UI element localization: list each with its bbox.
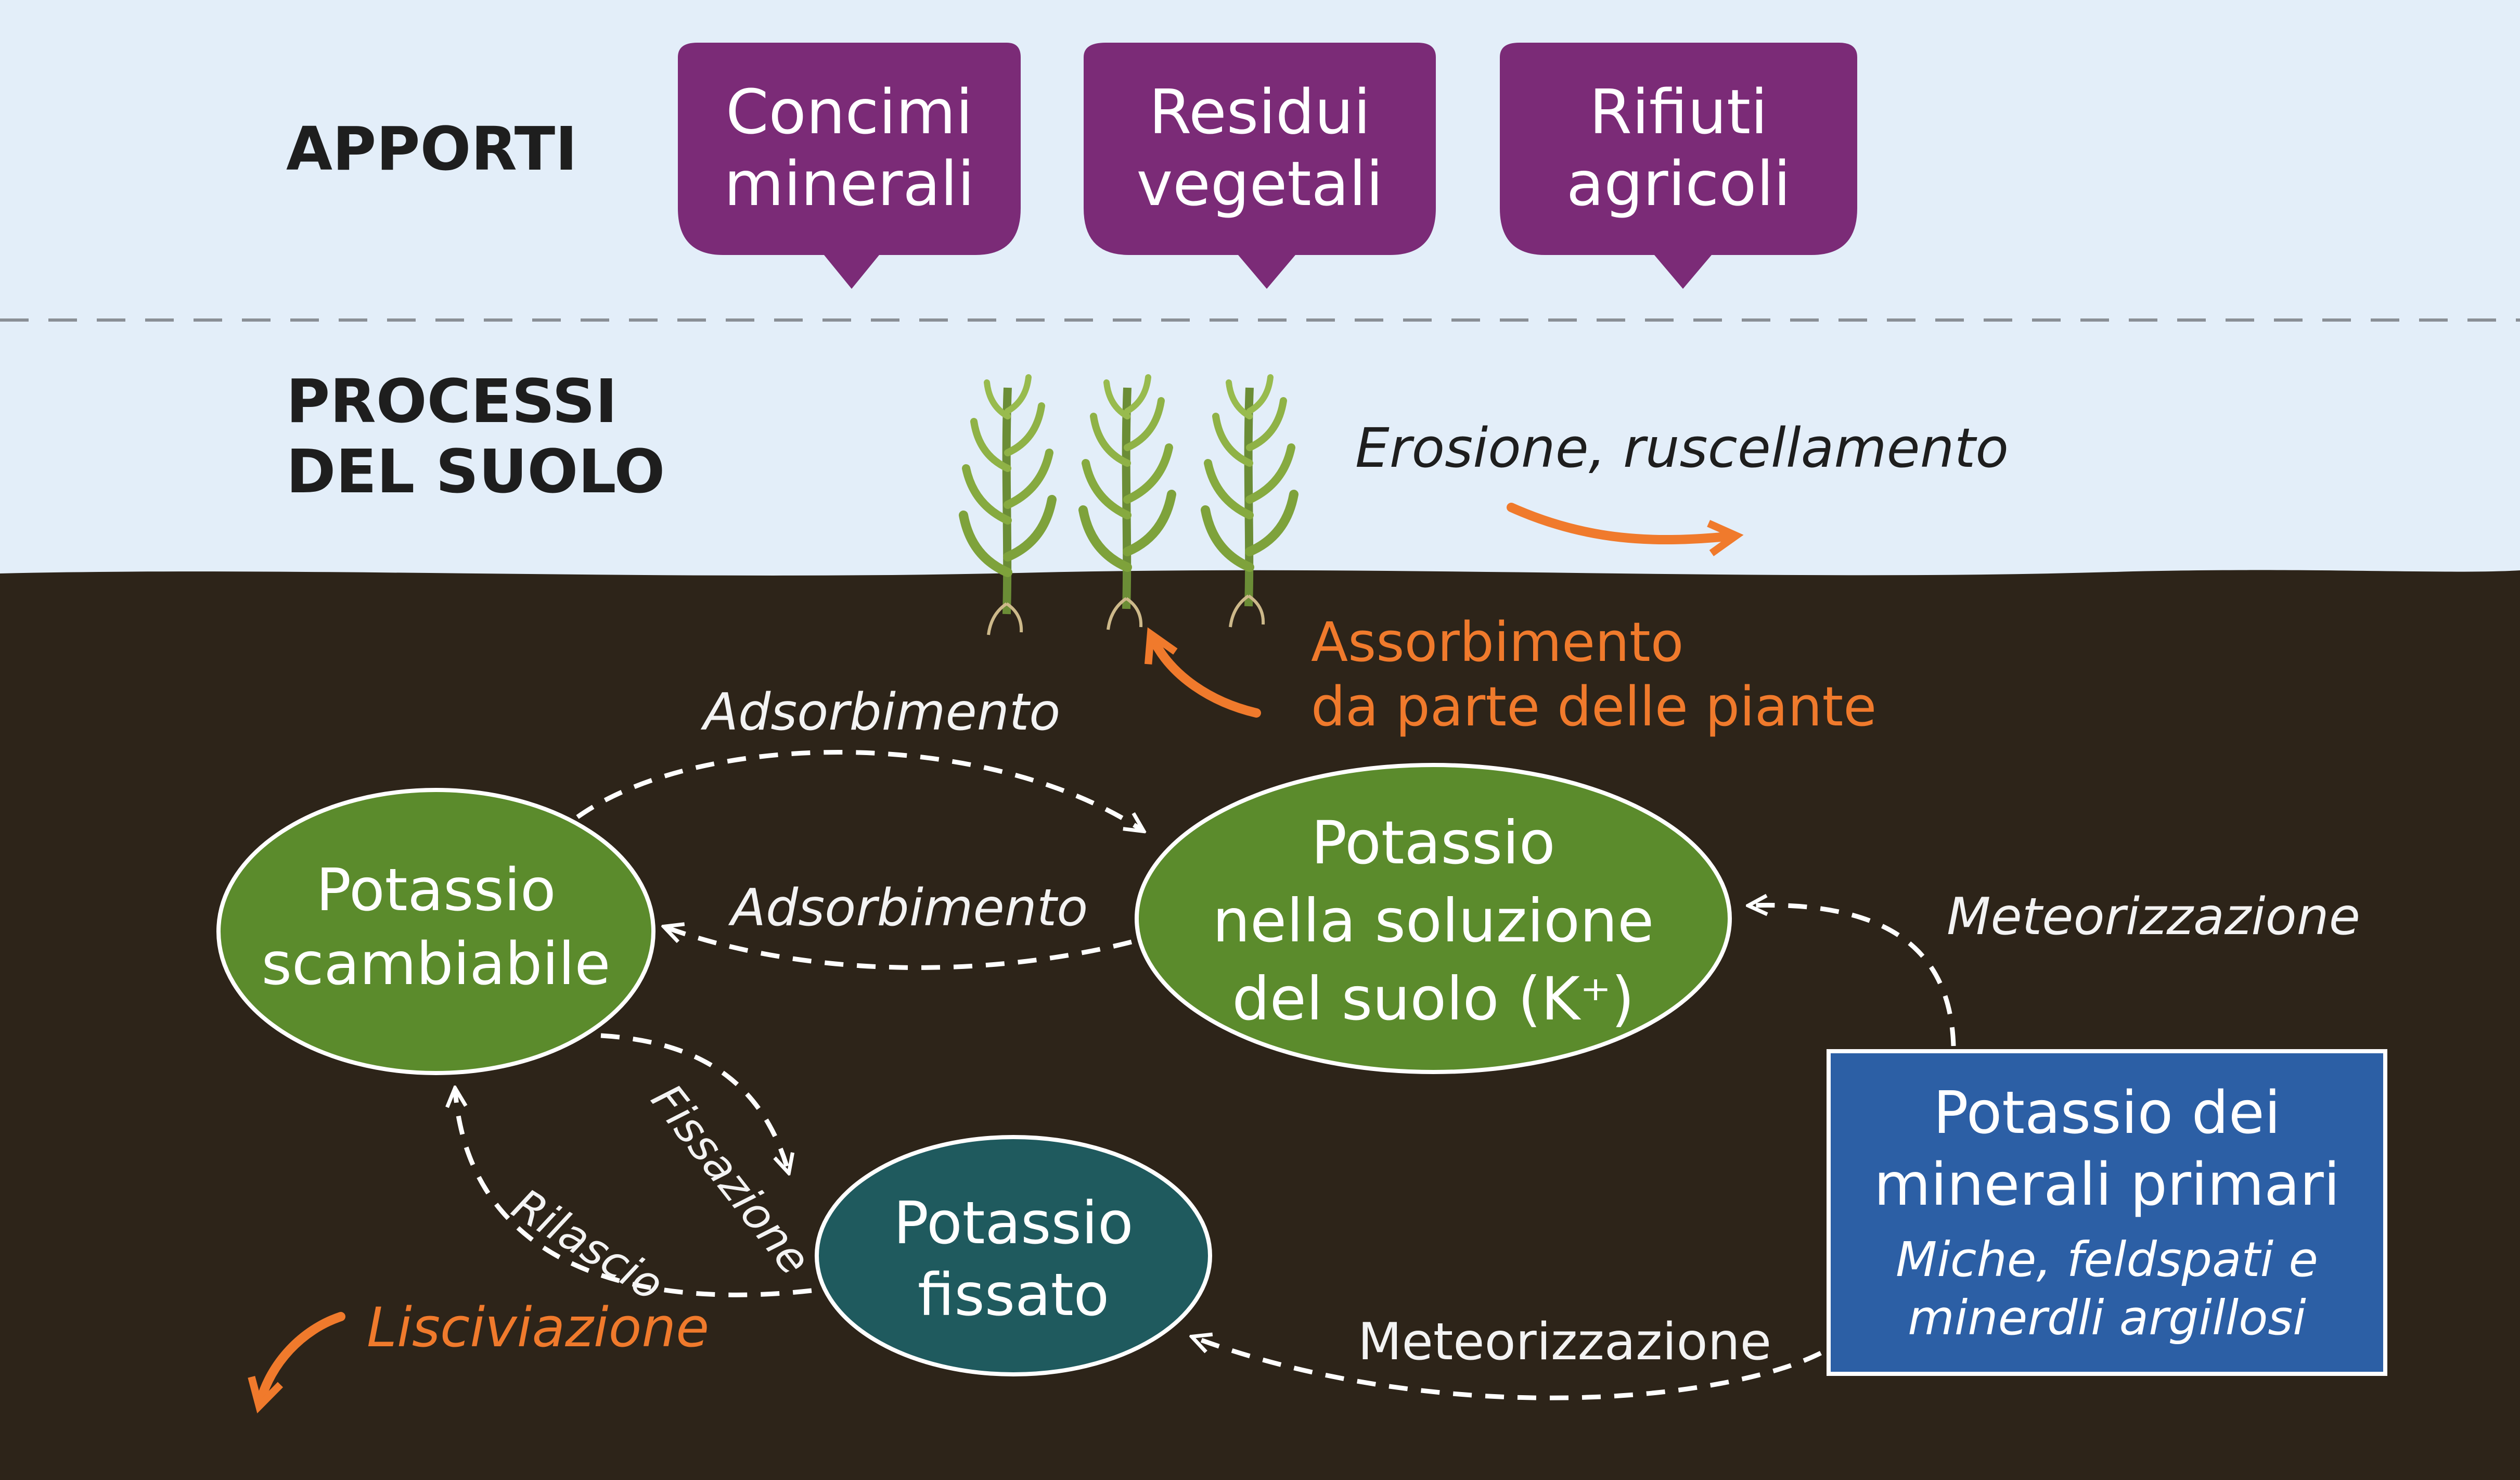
weathering-label-right: Meteorizzazione (1947, 887, 2361, 947)
soil-solution-potassium-label: Potassio nella soluzione del suolo (K⁺) (1212, 808, 1654, 1034)
soil-solution-potassium-oval (1135, 763, 1732, 1074)
plant-icon (959, 374, 1057, 635)
weathering-label-bottom: Meteorizzazione (1358, 1312, 1772, 1372)
fixed-potassium-label: Potassio fissato (893, 1190, 1134, 1329)
input-bubble-2 (1084, 43, 1436, 289)
adsorption-label-bottom: Adsorbimento (731, 878, 1088, 938)
soil-processes-section-label: PROCESSI DEL SUOLO (286, 367, 665, 507)
input-crop-residues: Residui vegetali (1136, 76, 1383, 220)
release-arrow (455, 1090, 812, 1297)
plant-icon (1201, 374, 1298, 628)
plant-uptake-arrow (1145, 627, 1261, 718)
primary-minerals-title: Potassio dei minerali primari (1874, 1079, 2340, 1219)
plant-uptake-label: Assorbimento da parte delle piante (1311, 610, 1877, 738)
erosion-label: Erosione, ruscellamento (1355, 416, 2009, 480)
weathering-arrow-to-fixed (1194, 1337, 1822, 1400)
adsorption-arrow-to-exchangeable (666, 927, 1133, 970)
adsorption-label-top: Adsorbimento (703, 683, 1061, 742)
fixation-arrow (600, 1033, 788, 1171)
adsorption-arrow-to-solution (576, 749, 1142, 830)
primary-minerals-subtitle: Miche, feldspati e minerdli argillosi (1895, 1232, 2319, 1346)
primary-minerals-box (1827, 1049, 2387, 1376)
plant-icon (1078, 374, 1176, 630)
exchangeable-potassium-oval (216, 788, 655, 1075)
input-agricultural-waste: Rifiuti agricoli (1566, 76, 1791, 220)
input-bubble-3 (1500, 43, 1857, 289)
leaching-arrow (248, 1312, 345, 1413)
exchangeable-potassium-label: Potassio scambiabile (261, 857, 611, 998)
input-mineral-fertilizers: Concimi minerali (724, 76, 975, 220)
leaching-label: Lisciviazione (367, 1296, 710, 1359)
inputs-section-label: APPORTI (286, 114, 577, 184)
input-bubble-1 (678, 43, 1021, 289)
weathering-arrow-to-solution (1751, 905, 1956, 1047)
fixed-potassium-oval (815, 1135, 1212, 1376)
erosion-arrow (1507, 503, 1744, 556)
